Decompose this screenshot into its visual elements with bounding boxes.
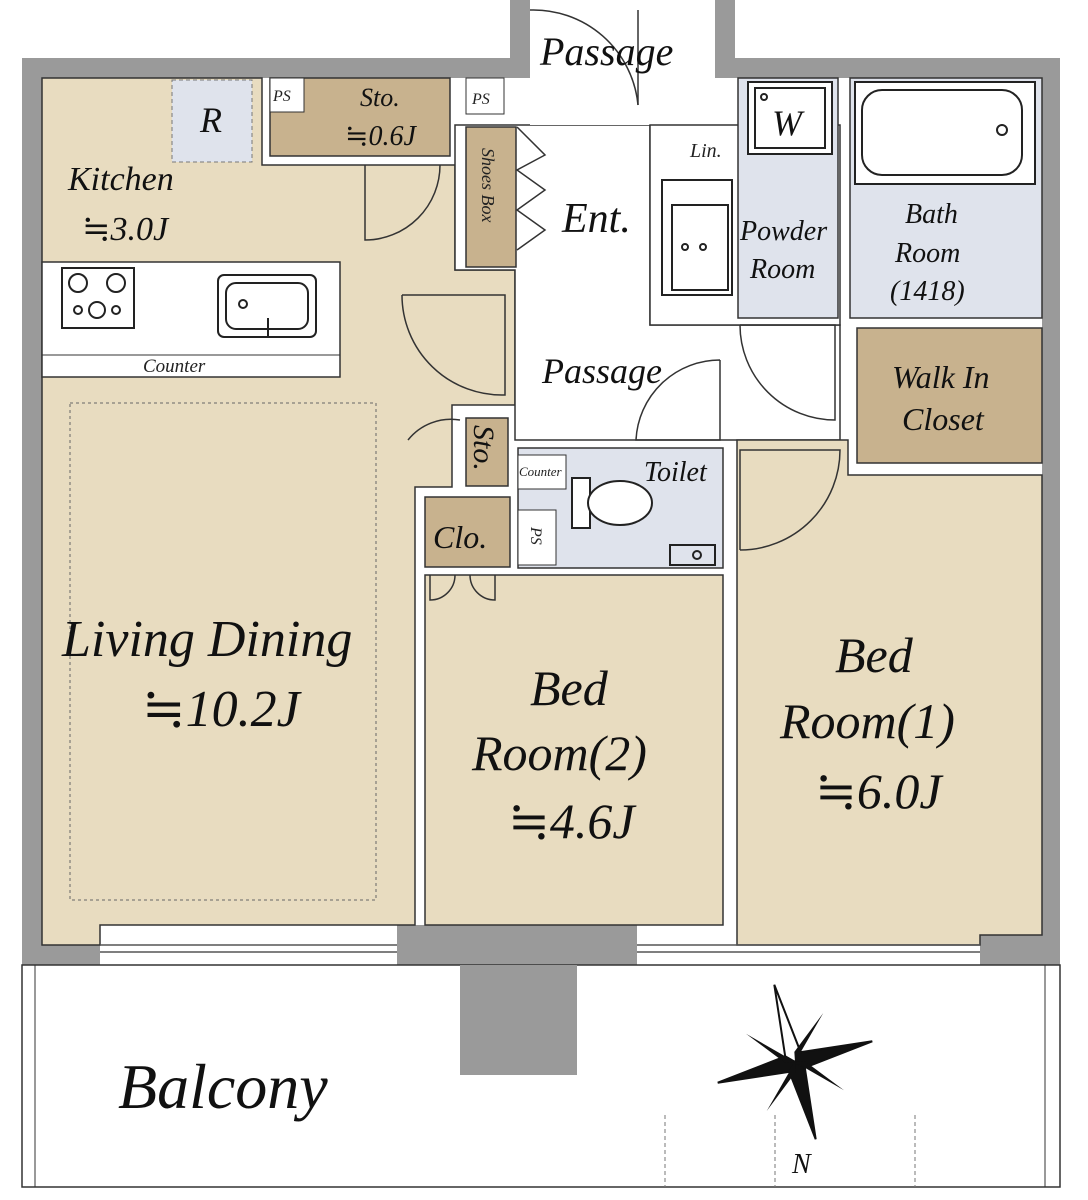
passage-mid-label: Passage — [541, 351, 662, 391]
bed-room-2-line-2: Room(2) — [471, 725, 647, 781]
washbasin-icon — [661, 179, 733, 296]
closet-label: Clo. — [433, 519, 487, 555]
labels: Passage R PS PS Sto. ≒0.6J Kitchen ≒3.0J… — [61, 29, 989, 1180]
powder-label-2: Room — [749, 254, 815, 285]
bath-label-3: (1418) — [890, 276, 965, 307]
bed-room-2 — [424, 574, 724, 926]
kitchen-fixtures — [41, 261, 341, 378]
entrance-label: Ent. — [561, 196, 631, 242]
bed-room-2-size: ≒4.6J — [508, 793, 637, 849]
kitchen-name: Kitchen — [67, 161, 174, 198]
ps-label-2: PS — [471, 91, 490, 108]
counter-kitchen-label: Counter — [143, 356, 206, 377]
storage-middle — [465, 417, 509, 487]
ps-label-3: PS — [527, 526, 544, 545]
passage-top-area — [530, 78, 715, 125]
doors — [364, 9, 841, 601]
shoes-box — [465, 126, 517, 268]
wet-fixtures — [571, 81, 1036, 566]
washing-machine-icon — [747, 81, 833, 155]
bed-room-1-size: ≒6.0J — [815, 763, 944, 819]
bathtub-icon — [854, 81, 1036, 185]
passage-top-label: Passage — [539, 29, 673, 74]
bed-room-1-line-2: Room(1) — [779, 693, 955, 749]
counter-toilet-box — [517, 454, 567, 490]
storage-middle-label: Sto. — [467, 425, 500, 471]
kitchen-size: ≒3.0J — [82, 211, 170, 248]
shoes-box-label: Shoes Box — [478, 148, 498, 222]
living-dining-size: ≒10.2J — [142, 681, 303, 738]
bath-label-1: Bath — [905, 199, 958, 230]
sink-icon — [217, 274, 317, 338]
toilet-icon — [571, 477, 716, 566]
bed-room-1-line-1: Bed — [835, 627, 914, 683]
powder-label-1: Powder — [739, 216, 827, 247]
balcony-label: Balcony — [118, 1051, 328, 1122]
rug-outline — [69, 402, 377, 901]
living-dining-name: Living Dining — [61, 611, 352, 668]
walk-in-label-2: Closet — [902, 401, 985, 437]
bed-room-2-line-1: Bed — [530, 660, 609, 716]
linen-label: Lin. — [689, 140, 722, 162]
walk-in-label-1: Walk In — [892, 359, 989, 395]
toilet-label: Toilet — [644, 457, 708, 488]
windows — [100, 944, 980, 953]
storage-top-size: ≒0.6J — [345, 121, 417, 152]
walk-in-closet — [856, 327, 1043, 464]
bath-label-2: Room — [894, 238, 960, 269]
washer-label: W — [772, 103, 805, 143]
balcony — [21, 964, 1061, 1188]
closet — [424, 496, 511, 568]
ps-box-2 — [465, 77, 505, 115]
ps-box-1 — [269, 77, 305, 113]
refrigerator-space — [171, 79, 253, 163]
kitchen-counter — [41, 261, 341, 378]
ps-box-3 — [517, 509, 557, 566]
ps-label-1: PS — [272, 88, 291, 105]
gas-stove-icon — [61, 267, 135, 329]
counter-toilet-label: Counter — [519, 464, 563, 479]
storage-top-name: Sto. — [360, 83, 400, 112]
refrigerator-label: R — [199, 100, 222, 140]
compass-rose-icon — [717, 984, 873, 1140]
north-label: N — [791, 1149, 812, 1180]
